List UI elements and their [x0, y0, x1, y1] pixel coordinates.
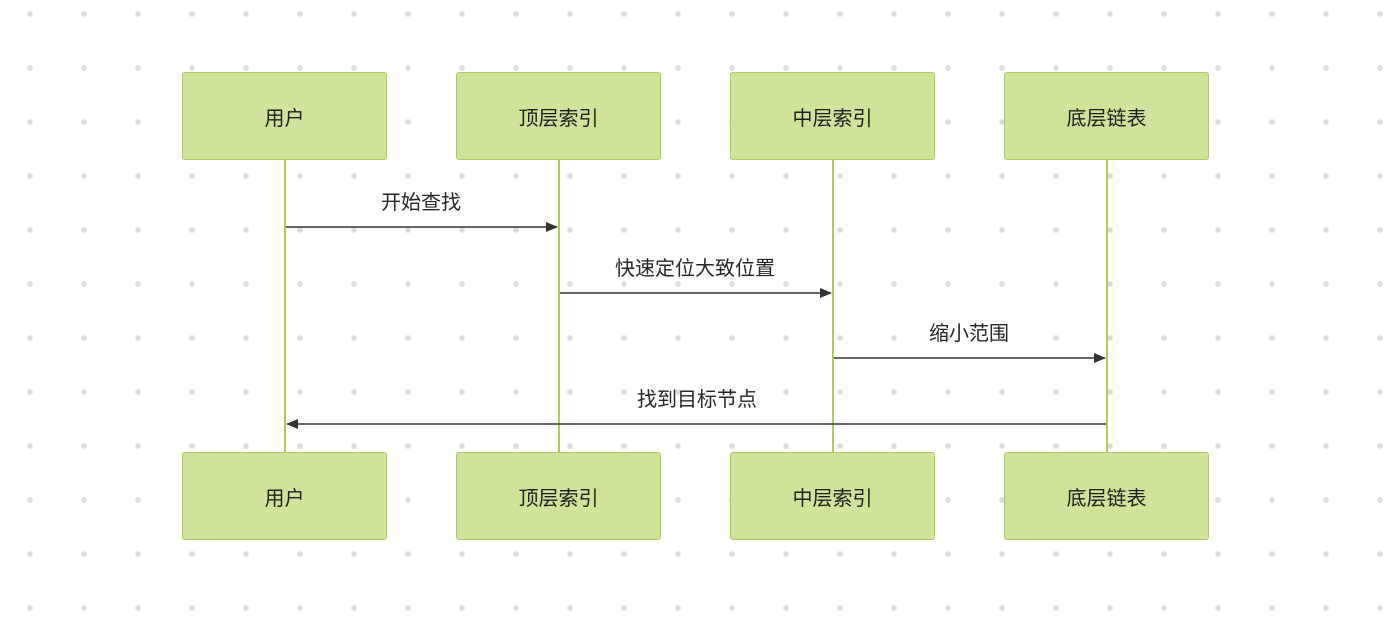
participant-label: 顶层索引 — [518, 485, 599, 510]
participant-box-top-top-index: 顶层索引 — [456, 72, 661, 160]
participant-label: 用户 — [264, 105, 305, 130]
participant-label: 用户 — [264, 485, 305, 510]
participant-box-top-mid-index: 中层索引 — [730, 72, 935, 160]
participant-label: 底层链表 — [1066, 485, 1147, 510]
participant-label: 中层索引 — [792, 485, 873, 510]
message-label-1: 开始查找 — [381, 190, 461, 214]
participant-box-top-bottom-list: 底层链表 — [1004, 72, 1209, 160]
participant-box-bottom-user: 用户 — [182, 452, 387, 540]
participant-box-bottom-mid-index: 中层索引 — [730, 452, 935, 540]
message-label-3: 缩小范围 — [929, 321, 1009, 345]
message-label-2: 快速定位大致位置 — [615, 256, 775, 280]
participant-label: 中层索引 — [792, 105, 873, 130]
message-label-4: 找到目标节点 — [637, 387, 757, 411]
participant-label: 顶层索引 — [518, 105, 599, 130]
participant-label: 底层链表 — [1066, 105, 1147, 130]
participant-box-bottom-top-index: 顶层索引 — [456, 452, 661, 540]
participant-box-top-user: 用户 — [182, 72, 387, 160]
participant-box-bottom-bottom-list: 底层链表 — [1004, 452, 1209, 540]
